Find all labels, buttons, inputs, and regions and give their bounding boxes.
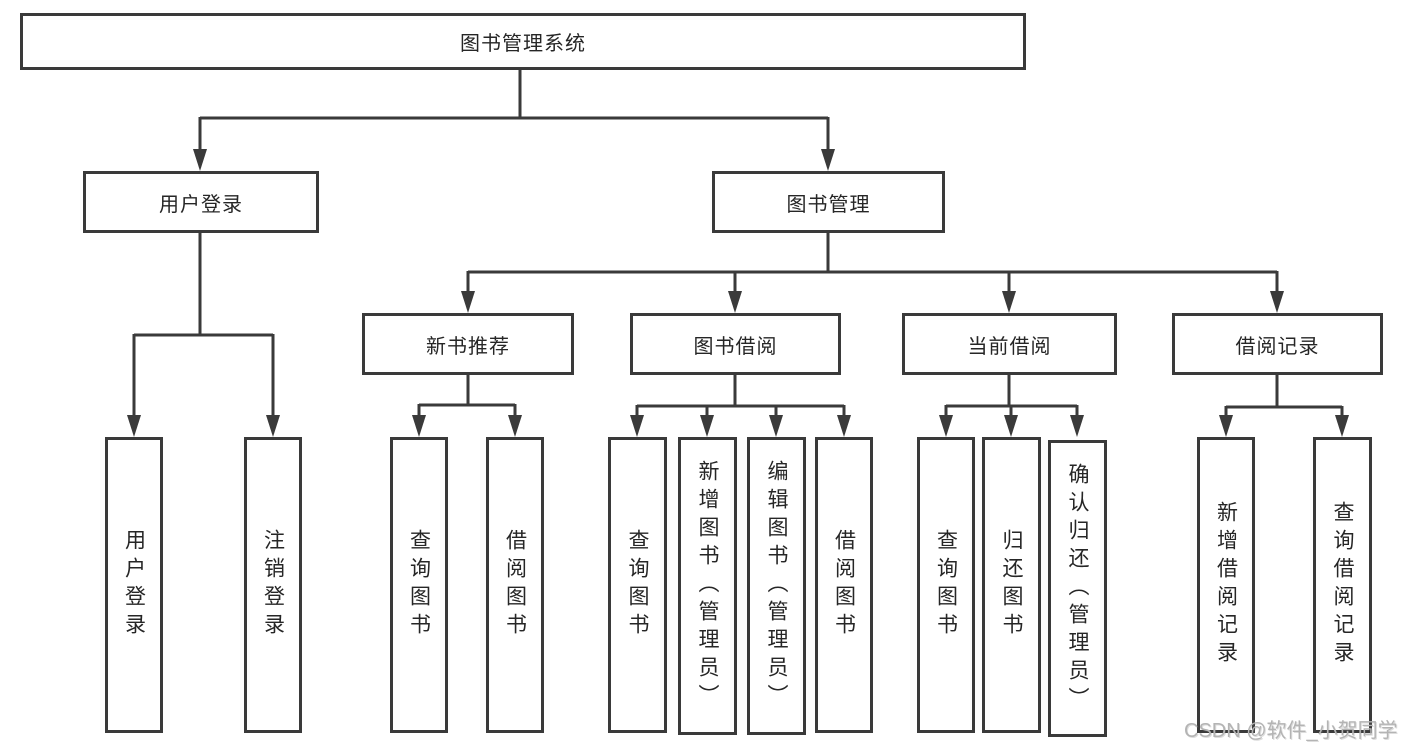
node-label: 查询借阅记录 [1331, 501, 1354, 669]
node-label: 查询图书 [626, 529, 649, 641]
node-label: 用户登录 [159, 193, 243, 216]
node-book-borrow: 图书借阅 [630, 313, 841, 375]
node-library-management-system: 图书管理系统 [20, 13, 1026, 70]
leaf-logout: 注销登录 [244, 437, 302, 733]
node-label: 查询图书 [407, 529, 431, 641]
node-user-login: 用户登录 [83, 171, 319, 233]
leaf-query-books-borrow: 查询图书 [608, 437, 667, 733]
node-label: 新增借阅记录 [1214, 501, 1238, 669]
node-current-borrow: 当前借阅 [902, 313, 1117, 375]
leaf-query-books-current: 查询图书 [917, 437, 975, 733]
csdn-watermark: CSDN @软件_小贺同学 [1184, 720, 1398, 742]
node-label: 借阅图书 [503, 529, 527, 641]
leaf-user-login: 用户登录 [105, 437, 163, 733]
node-label: 归还图书 [1000, 529, 1023, 641]
node-label: 新书推荐 [426, 335, 510, 358]
node-label: 借阅图书 [832, 529, 856, 641]
node-label: 查询图书 [934, 529, 958, 641]
leaf-edit-books-admin: 编辑图书（管理员） [747, 437, 806, 735]
leaf-borrow-books: 借阅图书 [815, 437, 873, 733]
node-label: 图书管理 [786, 193, 871, 216]
node-label: 借阅记录 [1235, 335, 1320, 358]
node-label: 用户登录 [122, 529, 146, 641]
leaf-return-books: 归还图书 [982, 437, 1041, 733]
node-label: 当前借阅 [967, 335, 1052, 358]
leaf-add-books-admin: 新增图书（管理员） [678, 437, 737, 735]
leaf-borrow-books-recommend: 借阅图书 [486, 437, 544, 733]
node-label: 注销登录 [261, 529, 285, 641]
leaf-query-borrow-record: 查询借阅记录 [1313, 437, 1372, 733]
node-label: 图书借阅 [693, 335, 778, 358]
node-new-book-recommend: 新书推荐 [362, 313, 574, 375]
leaf-query-books-recommend: 查询图书 [390, 437, 448, 733]
node-label: 图书管理系统 [460, 33, 586, 55]
node-label: 新增图书（管理员） [696, 460, 719, 712]
node-label: 确认归还（管理员） [1066, 462, 1089, 715]
leaf-confirm-return-admin: 确认归还（管理员） [1048, 440, 1107, 737]
node-book-management: 图书管理 [712, 171, 945, 233]
leaf-add-borrow-record: 新增借阅记录 [1197, 437, 1255, 733]
node-borrow-records: 借阅记录 [1172, 313, 1383, 375]
node-label: 编辑图书（管理员） [765, 460, 788, 712]
